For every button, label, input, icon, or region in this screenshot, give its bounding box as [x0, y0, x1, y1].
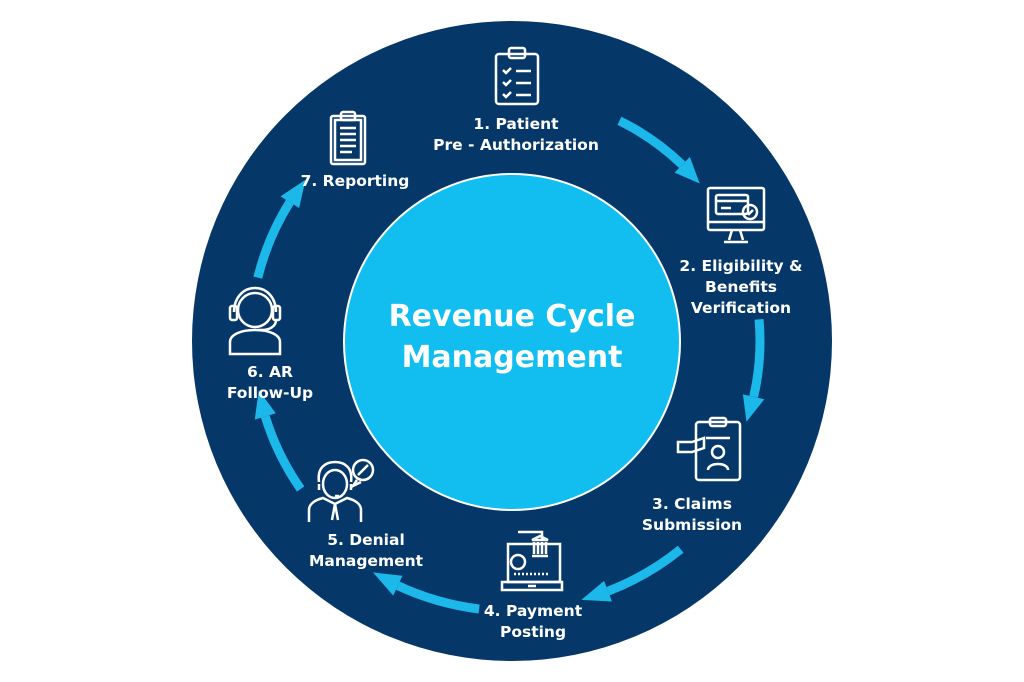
step-7-line-1: 7. Reporting — [300, 172, 410, 190]
step-2-label: 2. Eligibility & Benefits Verification — [679, 256, 802, 319]
step-6-label: 6. AR Follow-Up — [227, 362, 313, 404]
step-3-label: 3. Claims Submission — [642, 494, 742, 536]
clipboard-checklist-icon — [494, 46, 540, 106]
title-line-1: Revenue Cycle — [388, 299, 636, 334]
step-1-label: 1. Patient Pre - Authorization — [433, 114, 599, 156]
cycle-arrow-2 — [749, 318, 765, 398]
step-5-label: 5. Denial Management — [309, 530, 423, 572]
step-2-line-1: 2. Eligibility & — [679, 257, 803, 275]
step-5-line-2: Management — [308, 552, 424, 570]
diagram-title: Revenue Cycle Management — [389, 296, 636, 378]
headset-agent-icon — [228, 286, 282, 356]
cycle-arrowhead-5 — [254, 390, 276, 420]
cycle-arrow-5 — [260, 415, 305, 492]
cycle-arrowhead-3 — [581, 580, 612, 602]
step-1-line-1: 1. Patient — [473, 115, 559, 133]
cycle-arrowhead-4 — [372, 572, 403, 596]
cycle-arrow-3 — [606, 545, 684, 596]
step-3-line-1: 3. Claims — [652, 495, 732, 513]
laptop-bank-payment-icon — [500, 530, 564, 592]
agent-denied-icon — [307, 458, 375, 522]
cycle-arrowhead-2 — [742, 394, 765, 422]
step-1-line-2: Pre - Authorization — [433, 136, 599, 154]
cycle-arrowhead-6 — [280, 179, 306, 208]
step-6-line-2: Follow-Up — [226, 384, 314, 402]
report-clipboard-icon — [329, 110, 367, 166]
title-line-2: Management — [401, 340, 623, 375]
monitor-card-check-icon — [706, 186, 766, 244]
step-7-label: 7. Reporting — [301, 171, 410, 192]
step-5-line-1: 5. Denial — [327, 531, 405, 549]
step-4-label: 4. Payment Posting — [484, 601, 582, 643]
step-4-line-1: 4. Payment — [483, 602, 583, 620]
step-2-line-2: Benefits — [705, 278, 777, 296]
cycle-arrow-4 — [395, 581, 480, 614]
step-6-line-1: 6. AR — [246, 363, 294, 381]
step-2-line-3: Verification — [690, 299, 792, 317]
cycle-arrow-1 — [617, 116, 686, 169]
step-4-line-2: Posting — [499, 623, 567, 641]
cycle-arrowhead-1 — [674, 156, 700, 184]
cycle-arrow-6 — [253, 199, 294, 279]
step-3-line-2: Submission — [641, 516, 743, 534]
hand-id-clipboard-icon — [676, 416, 742, 482]
center-circle — [343, 173, 681, 511]
